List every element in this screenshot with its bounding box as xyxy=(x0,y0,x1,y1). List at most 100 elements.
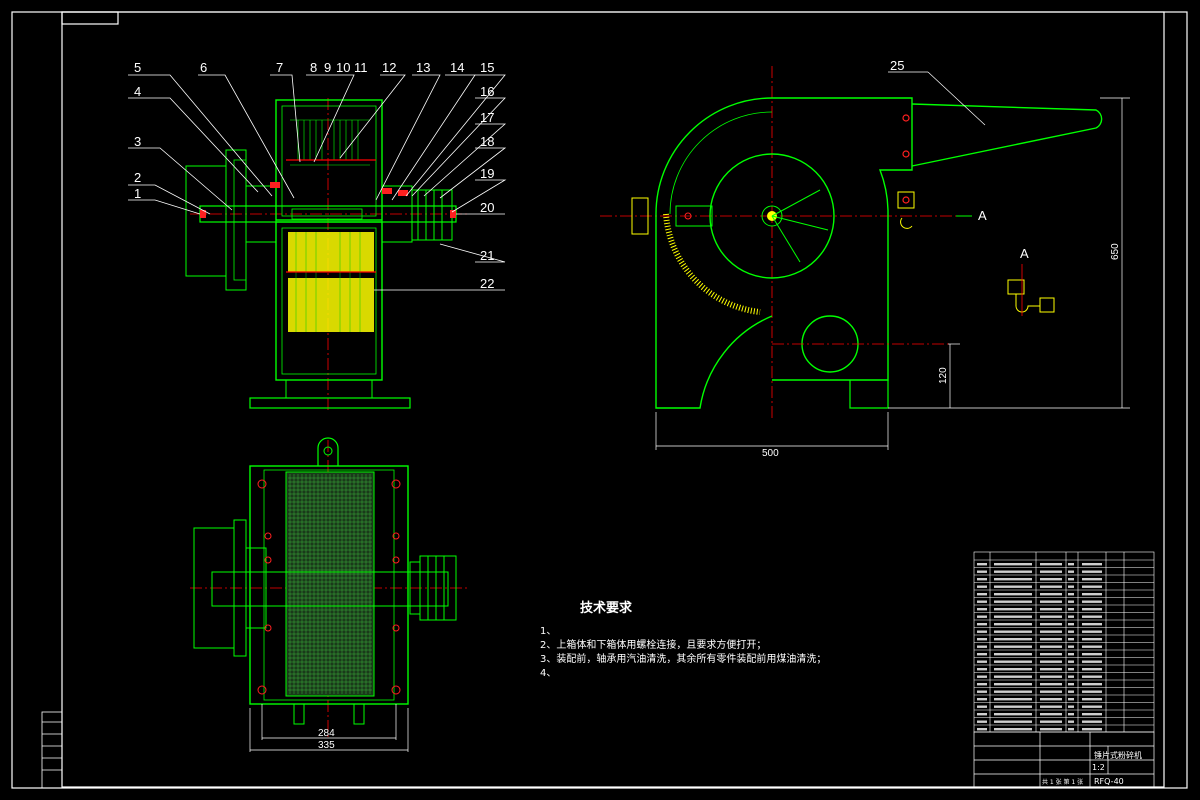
part-label-17: 17 xyxy=(480,110,494,125)
part-label-8: 8 xyxy=(310,60,317,75)
parts-list-cell-mark xyxy=(1082,728,1102,731)
parts-list-cell-mark xyxy=(994,615,1032,618)
parts-list-cell-mark xyxy=(994,668,1032,671)
parts-list-cell-mark xyxy=(1040,563,1062,566)
parts-list-cell-mark xyxy=(1040,630,1062,633)
part-label-20: 20 xyxy=(480,200,494,215)
dimension-650: 650 xyxy=(1110,243,1121,260)
parts-list-cell-mark xyxy=(1082,570,1102,573)
parts-list-cell-mark xyxy=(1040,698,1062,701)
parts-list-cell-mark xyxy=(1040,720,1062,723)
parts-list-cell-mark xyxy=(1040,690,1062,693)
parts-list-cell-mark xyxy=(1040,713,1062,716)
parts-list-cell-mark xyxy=(1082,698,1102,701)
parts-list-cell-mark xyxy=(994,570,1032,573)
parts-list-cell-mark xyxy=(1068,645,1074,648)
part-label-16: 16 xyxy=(480,84,494,99)
parts-list-cell-mark xyxy=(1040,570,1062,573)
parts-list-cell-mark xyxy=(977,653,987,656)
parts-list-cell-mark xyxy=(994,623,1032,626)
front-section-view xyxy=(185,98,470,410)
parts-list-cell-mark xyxy=(1068,713,1074,716)
parts-list-cell-mark xyxy=(1068,623,1074,626)
parts-list-cell-mark xyxy=(977,593,987,596)
part-label-5: 5 xyxy=(134,60,141,75)
parts-list-cell-mark xyxy=(977,660,987,663)
parts-list-cell-mark xyxy=(1040,623,1062,626)
parts-list-cell-mark xyxy=(1068,608,1074,611)
part-label-13: 13 xyxy=(416,60,430,75)
parts-list-cell-mark xyxy=(977,638,987,641)
parts-list-cell-mark xyxy=(1068,600,1074,603)
parts-list-cell-mark xyxy=(994,720,1032,723)
binding-box xyxy=(41,711,63,789)
parts-list-cell-mark xyxy=(977,578,987,581)
parts-list-cell-mark xyxy=(1068,675,1074,678)
title-drawing-number: RFQ-40 xyxy=(1094,777,1124,786)
dimension-335: 335 xyxy=(318,740,335,751)
parts-list-cell-mark xyxy=(977,675,987,678)
parts-list-cell-mark xyxy=(977,690,987,693)
parts-list-cell-mark xyxy=(1068,698,1074,701)
parts-list-cell-mark xyxy=(1068,593,1074,596)
dimension-120: 120 xyxy=(938,367,949,384)
tech-req-item-4: 4、 xyxy=(540,668,556,679)
parts-list-cell-mark xyxy=(1068,563,1074,566)
parts-list-table xyxy=(973,551,1155,733)
tech-req-item-3: 3、装配前，轴承用汽油清洗，其余所有零件装配前用煤油清洗； xyxy=(540,652,826,665)
parts-list-cell-mark xyxy=(994,563,1032,566)
parts-list-cell-mark xyxy=(994,698,1032,701)
parts-list-cell-mark xyxy=(1040,615,1062,618)
parts-list-cell-mark xyxy=(1082,675,1102,678)
parts-list-cell-mark xyxy=(1082,645,1102,648)
part-label-19: 19 xyxy=(480,166,494,181)
parts-list-cell-mark xyxy=(994,593,1032,596)
parts-list-cell-mark xyxy=(994,705,1032,708)
parts-list-cell-mark xyxy=(977,668,987,671)
rotor-hatch-lower xyxy=(288,278,374,332)
parts-list-cell-mark xyxy=(1040,608,1062,611)
parts-list-cell-mark xyxy=(977,563,987,566)
title-sheet-info: 共 1 张 第 1 张 xyxy=(1042,778,1083,786)
part-label-4: 4 xyxy=(134,84,141,99)
side-view: A A 650 120 500 25 xyxy=(600,58,1130,459)
part-label-3: 3 xyxy=(134,134,141,149)
parts-list-cell-mark xyxy=(1040,593,1062,596)
parts-list-cell-mark xyxy=(994,608,1032,611)
part-label-25: 25 xyxy=(890,58,904,73)
parts-list-cell-mark xyxy=(1068,578,1074,581)
parts-list-cell-mark xyxy=(1068,653,1074,656)
title-block xyxy=(973,731,1155,789)
parts-list-cell-mark xyxy=(977,720,987,723)
parts-list-cell-mark xyxy=(977,585,987,588)
part-label-2: 2 xyxy=(134,170,141,185)
parts-list-cell-mark xyxy=(1068,668,1074,671)
parts-list-cell-mark xyxy=(994,645,1032,648)
parts-list-cell-mark xyxy=(994,585,1032,588)
parts-list-cell-mark xyxy=(1082,615,1102,618)
tech-req-item-2: 2、上箱体和下箱体用螺栓连接，且要求方便打开； xyxy=(540,638,766,651)
parts-list-cell-mark xyxy=(994,578,1032,581)
parts-list-cell-mark xyxy=(1082,585,1102,588)
tech-req-title: 技术要求 xyxy=(580,600,633,616)
parts-list-cell-mark xyxy=(977,623,987,626)
part-label-22: 22 xyxy=(480,276,494,291)
part-label-21: 21 xyxy=(480,248,494,263)
parts-list-cell-mark xyxy=(1068,720,1074,723)
side-screen-arc xyxy=(663,213,761,315)
parts-list-cell-mark xyxy=(1082,653,1102,656)
part-label-12: 12 xyxy=(382,60,396,75)
parts-list-cell-mark xyxy=(977,705,987,708)
parts-list-cell-mark xyxy=(1068,630,1074,633)
part-numbers: 5 4 3 2 1 6 7 8 9 10 11 12 13 14 15 16 1… xyxy=(134,60,494,291)
parts-list-fill xyxy=(977,563,1102,731)
part-label-6: 6 xyxy=(200,60,207,75)
parts-list-cell-mark xyxy=(1082,638,1102,641)
part-label-10: 10 xyxy=(336,60,350,75)
parts-list-cell-mark xyxy=(1082,563,1102,566)
parts-list-cell-mark xyxy=(1082,600,1102,603)
part-label-11: 11 xyxy=(354,60,368,75)
dimension-500: 500 xyxy=(762,448,779,459)
parts-list-cell-mark xyxy=(1068,690,1074,693)
